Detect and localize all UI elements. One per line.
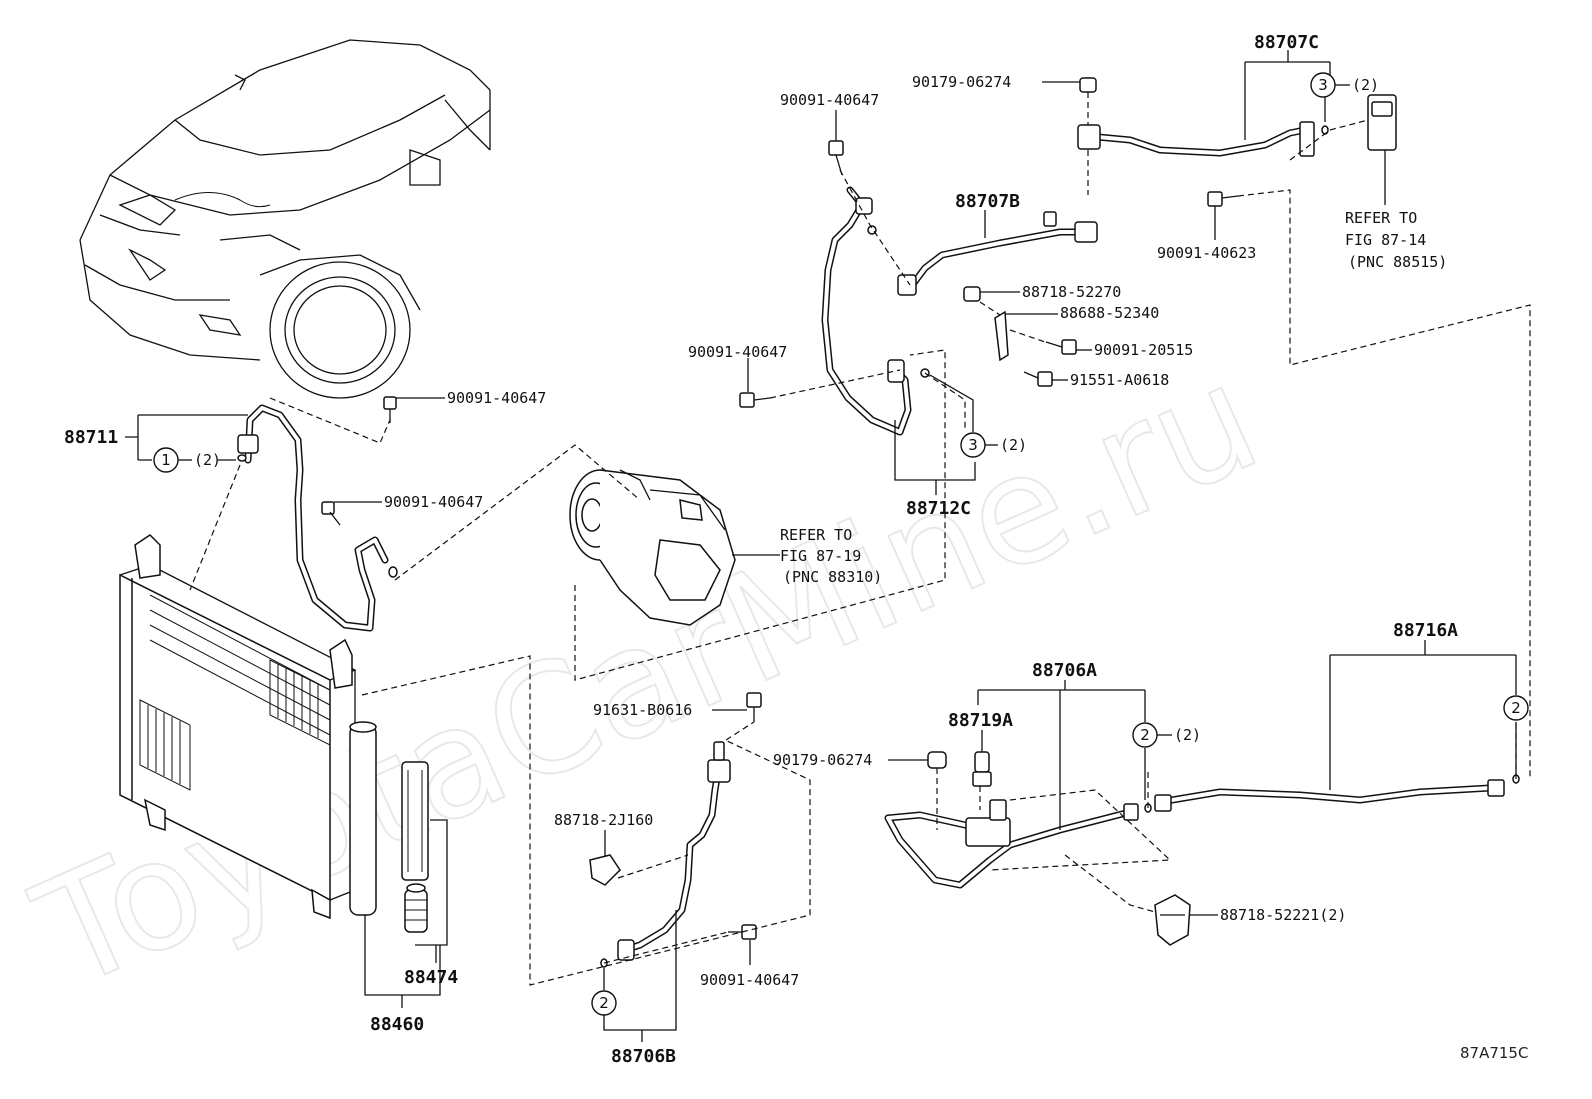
- callout-2-right: 2 (2): [1132, 722, 1201, 748]
- pipe-88707B: [897, 211, 1098, 296]
- callout-3-top: 3 (2): [1310, 72, 1379, 122]
- leader-lines: [125, 50, 1517, 1042]
- pipe-88706A: [884, 799, 1139, 889]
- label-90179-06274-top: 90179-06274: [912, 73, 1011, 91]
- receiver-tank: [349, 721, 377, 916]
- svg-text:REFER TO: REFER TO: [1345, 209, 1417, 227]
- bolt-mid-left: [739, 392, 771, 408]
- svg-text:2: 2: [599, 994, 609, 1012]
- bolt-91631-B0616: [746, 692, 762, 722]
- svg-text:2: 2: [1140, 726, 1150, 744]
- nut-lower: [927, 751, 947, 769]
- callout-3-mid: 3 (2): [960, 432, 1027, 458]
- svg-text:1: 1: [161, 451, 171, 469]
- pipe-88707C: [1077, 121, 1329, 157]
- svg-text:(2): (2): [1174, 726, 1201, 744]
- label-90091-40623: 90091-40623: [1157, 244, 1256, 262]
- vehicle-illustration: [79, 39, 491, 399]
- clamp-88718-52221: [1154, 894, 1191, 946]
- bolt-left-2: [321, 501, 341, 526]
- label-88711: 88711: [64, 427, 118, 448]
- svg-text:REFER TO: REFER TO: [780, 526, 852, 544]
- label-91631-B0616: 91631-B0616: [593, 701, 692, 719]
- svg-text:(2): (2): [1000, 436, 1027, 454]
- expansion-valve: [1367, 94, 1397, 151]
- hose-88711: [237, 404, 398, 632]
- label-88474: 88474: [404, 967, 458, 988]
- dryer-element: [401, 761, 429, 933]
- label-90091-40647-left2: 90091-40647: [384, 493, 483, 511]
- callout-2-bottom: 2: [591, 990, 617, 1016]
- nut-top: [1079, 77, 1097, 93]
- svg-text:3: 3: [968, 436, 978, 454]
- refer-note-87-19: REFER TO FIG 87-19 (PNC 88310): [780, 526, 882, 586]
- clip-88718-52270: [963, 286, 981, 302]
- bolt-91551-A0618: [1023, 371, 1053, 387]
- compressor: [569, 469, 736, 626]
- bracket-88688-52340: [994, 310, 1009, 362]
- svg-text:FIG 87-19: FIG 87-19: [780, 547, 861, 565]
- callout-2-far-right: 2: [1503, 695, 1529, 721]
- svg-text:2: 2: [1511, 699, 1521, 717]
- label-90091-40647-top: 90091-40647: [780, 91, 879, 109]
- label-88719A: 88719A: [948, 710, 1013, 731]
- clip-88718-2J160: [589, 854, 621, 886]
- pressure-sensor-88719A: [972, 751, 992, 787]
- label-90091-20515: 90091-20515: [1094, 341, 1193, 359]
- label-90179-06274-low: 90179-06274: [773, 751, 872, 769]
- label-88718-2J160: 88718-2J160: [554, 811, 653, 829]
- label-88707B: 88707B: [955, 191, 1020, 212]
- bolt-top-left: [828, 140, 844, 176]
- label-90091-40647-left1: 90091-40647: [447, 389, 546, 407]
- label-88688-52340: 88688-52340: [1060, 304, 1159, 322]
- svg-text:(2): (2): [194, 451, 221, 469]
- label-88718-52221: 88718-52221(2): [1220, 906, 1346, 924]
- svg-text:3: 3: [1318, 76, 1328, 94]
- bolt-90091-20515: [1045, 339, 1077, 355]
- callout-1: 1 (2): [153, 447, 236, 473]
- label-90091-40647-mid: 90091-40647: [688, 343, 787, 361]
- svg-text:(2): (2): [1352, 76, 1379, 94]
- hose-88712C: [821, 186, 930, 436]
- label-88706A: 88706A: [1032, 660, 1097, 681]
- label-88712C: 88712C: [906, 498, 971, 519]
- assembly-lines: [189, 92, 1531, 986]
- part-labels: 88707C 90179-06274 90091-40647 88707B 90…: [64, 32, 1458, 1067]
- label-88718-52270: 88718-52270: [1022, 283, 1121, 301]
- label-91551-A0618: 91551-A0618: [1070, 371, 1169, 389]
- svg-text:(PNC 88515): (PNC 88515): [1348, 253, 1447, 271]
- bolt-left-1: [383, 396, 397, 423]
- label-88706B: 88706B: [611, 1046, 676, 1067]
- label-88707C: 88707C: [1254, 32, 1319, 53]
- figure-code: 87A715C: [1460, 1044, 1528, 1062]
- condenser-assembly: [119, 534, 357, 920]
- pipe-88716A: [1144, 774, 1520, 813]
- bolt-90091-40647-low: [728, 924, 757, 940]
- svg-text:(PNC 88310): (PNC 88310): [783, 568, 882, 586]
- pipe-88706B: [600, 741, 731, 968]
- label-88460: 88460: [370, 1014, 424, 1035]
- label-88716A: 88716A: [1393, 620, 1458, 641]
- bolt-90091-40623: [1207, 191, 1239, 207]
- refer-note-87-14: REFER TO FIG 87-14 (PNC 88515): [1345, 209, 1447, 271]
- label-90091-40647-low: 90091-40647: [700, 971, 799, 989]
- svg-text:FIG 87-14: FIG 87-14: [1345, 231, 1426, 249]
